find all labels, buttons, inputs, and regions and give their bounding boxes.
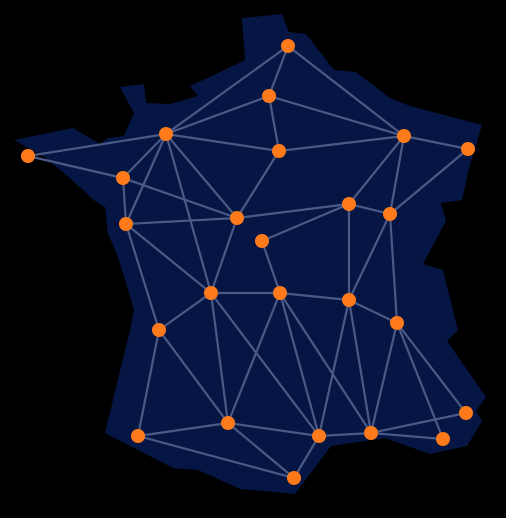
- network-edge: [124, 132, 168, 226]
- network-node: [312, 429, 326, 443]
- network-edge: [121, 176, 128, 226]
- network-edge: [164, 94, 271, 136]
- network-edge: [347, 134, 406, 206]
- network-edge: [347, 202, 392, 216]
- network-node: [459, 406, 473, 420]
- network-edge: [209, 216, 239, 295]
- network-edge: [388, 134, 406, 216]
- network-edge: [235, 202, 351, 220]
- network-edge: [286, 44, 406, 138]
- network-node: [119, 217, 133, 231]
- network-edge: [157, 328, 230, 425]
- network-edge: [209, 291, 230, 425]
- network-edge: [278, 291, 321, 438]
- network-node: [281, 39, 295, 53]
- network-node: [364, 426, 378, 440]
- network-node: [272, 144, 286, 158]
- network-node: [436, 432, 450, 446]
- network-edge: [277, 134, 406, 153]
- network-edge: [136, 434, 296, 480]
- network-edge: [267, 94, 281, 153]
- network-edge: [278, 291, 351, 302]
- network-edge: [369, 411, 468, 435]
- network-edge: [388, 212, 399, 325]
- network-node: [342, 293, 356, 307]
- network-edge: [209, 291, 321, 438]
- network-edge: [235, 149, 281, 220]
- network-node: [131, 429, 145, 443]
- node-layer: [21, 39, 475, 485]
- network-edge: [369, 431, 445, 441]
- network-edge: [278, 291, 373, 435]
- network-edge: [164, 44, 290, 136]
- network-node: [383, 207, 397, 221]
- network-edge: [26, 154, 125, 180]
- network-edge: [317, 431, 373, 438]
- network-edge: [226, 291, 282, 425]
- network-edge: [124, 222, 213, 295]
- network-node: [230, 211, 244, 225]
- network-edge: [121, 132, 168, 180]
- network-edge: [267, 94, 406, 138]
- network-edge: [164, 132, 281, 153]
- network-node: [342, 197, 356, 211]
- network-edge: [347, 212, 392, 302]
- network-node: [287, 471, 301, 485]
- network-node: [221, 416, 235, 430]
- network-edge: [136, 421, 230, 438]
- edge-layer: [26, 44, 470, 480]
- network-edge: [267, 44, 290, 98]
- network-edge: [226, 421, 296, 480]
- network-edge: [136, 328, 161, 438]
- network-edge: [347, 298, 373, 435]
- network-node: [255, 234, 269, 248]
- network-edge: [292, 434, 321, 480]
- network-node: [262, 89, 276, 103]
- network-edge: [157, 291, 213, 332]
- network-edge: [260, 239, 282, 295]
- network-edge: [164, 132, 213, 295]
- network-edge: [402, 134, 470, 151]
- network-node: [390, 316, 404, 330]
- network-node: [461, 142, 475, 156]
- network-node: [152, 323, 166, 337]
- network-node: [204, 286, 218, 300]
- network-edge: [260, 202, 351, 243]
- network-edge: [124, 216, 239, 226]
- network-edge: [388, 147, 470, 216]
- network-node: [21, 149, 35, 163]
- network-edge: [121, 176, 239, 220]
- network-edge: [164, 132, 239, 220]
- network-node: [273, 286, 287, 300]
- network-edge: [26, 132, 168, 158]
- network-node: [159, 127, 173, 141]
- network-node: [397, 129, 411, 143]
- network-edge: [395, 321, 468, 415]
- network-edge: [317, 298, 351, 438]
- network-edge: [226, 421, 321, 438]
- network-edge: [369, 321, 399, 435]
- network-node: [116, 171, 130, 185]
- network-edge: [347, 298, 399, 325]
- network-edge: [124, 222, 161, 332]
- france-landmass: [14, 14, 486, 494]
